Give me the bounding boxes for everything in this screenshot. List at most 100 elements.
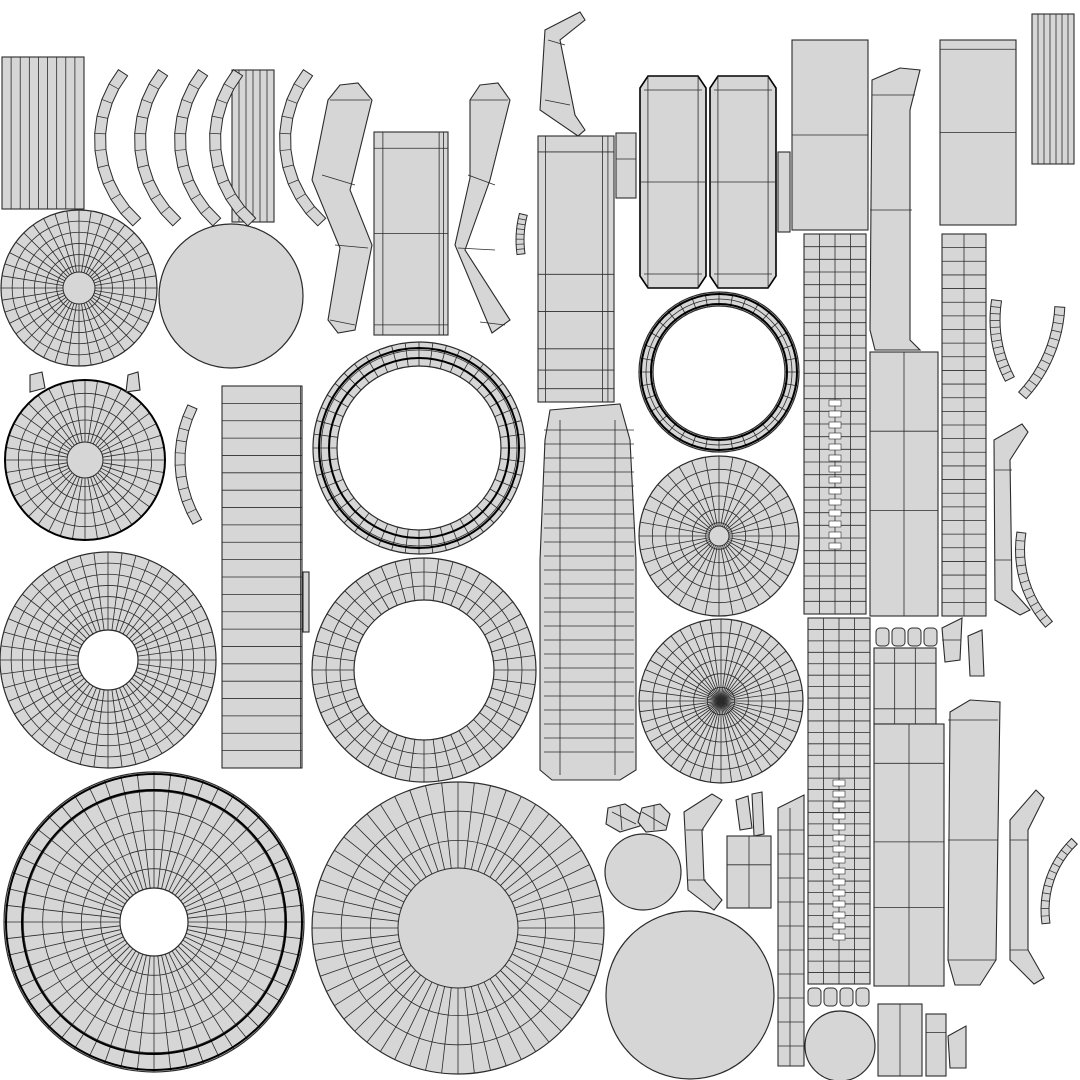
uv-edge <box>137 663 216 675</box>
uv-edge <box>516 248 525 250</box>
uv-edge <box>60 804 134 896</box>
uv-edge <box>832 889 846 897</box>
uv-edge <box>1015 540 1025 542</box>
uv-island-ring-c <box>0 551 217 769</box>
uv-edge <box>94 263 154 284</box>
uv-edge <box>709 619 722 702</box>
uv-island-watch-band-a <box>803 233 867 615</box>
uv-edge <box>378 523 388 547</box>
uv-island-bent-strip-right <box>454 82 511 334</box>
uv-edge <box>177 815 261 899</box>
uv-edge <box>37 395 75 446</box>
uv-island-block-e <box>873 723 945 987</box>
uv-island-block-c <box>869 351 939 617</box>
uv-island-ring-b <box>312 341 526 555</box>
uv-island-plain-disc-d <box>804 1010 876 1080</box>
uv-edge <box>832 878 846 886</box>
uv-edge <box>187 904 304 919</box>
uv-edge <box>100 423 157 453</box>
uv-island-shard-d <box>751 791 765 837</box>
uv-edge <box>832 790 846 798</box>
uv-edge <box>704 457 718 527</box>
uv-edge <box>727 540 789 577</box>
uv-island-band-strip-c <box>1031 13 1075 165</box>
uv-island-watch-band-c <box>807 617 871 985</box>
uv-edge <box>8 465 69 486</box>
uv-edge <box>1034 608 1043 615</box>
uv-edge <box>683 793 723 911</box>
uv-edge <box>649 700 722 743</box>
uv-edge <box>517 223 526 226</box>
uv-edge <box>66 210 77 273</box>
uv-edge <box>94 290 157 301</box>
uv-edge <box>320 479 344 489</box>
uv-edge <box>728 508 795 533</box>
uv-edge <box>500 433 525 438</box>
uv-island-capsule-panel-b <box>709 75 777 289</box>
uv-edge <box>355 725 382 760</box>
uv-edge <box>108 83 119 90</box>
uv-edge <box>171 794 235 894</box>
uv-edge <box>133 605 202 646</box>
uv-island-bottle-band <box>539 403 637 781</box>
uv-edge <box>3 631 80 653</box>
uv-edge <box>990 306 1001 308</box>
uv-edge <box>832 911 846 919</box>
uv-edge <box>1049 337 1060 341</box>
uv-edge <box>828 443 842 451</box>
uv-edge <box>990 326 1001 328</box>
uv-edge <box>1015 531 1054 628</box>
uv-edge <box>81 303 92 366</box>
uv-edge <box>720 457 734 527</box>
uv-edge <box>720 700 801 723</box>
uv-edge <box>125 574 175 637</box>
uv-edge <box>7 888 121 915</box>
uv-edge <box>83 213 104 273</box>
uv-edge <box>709 700 722 783</box>
uv-edge <box>343 372 362 391</box>
uv-island-link-row-b <box>807 987 870 1007</box>
uv-edge <box>4 292 64 313</box>
uv-edge <box>79 555 101 632</box>
uv-edge <box>5 447 68 458</box>
uv-edge <box>97 472 142 517</box>
uv-edge <box>12 872 123 912</box>
uv-edge <box>457 247 496 251</box>
uv-edge <box>187 888 301 915</box>
uv-edge <box>92 388 122 445</box>
uv-edge <box>1042 892 1051 895</box>
uv-edge <box>1053 322 1064 325</box>
uv-edge <box>828 454 842 462</box>
uv-edge <box>720 700 793 743</box>
uv-edge <box>720 700 733 783</box>
uv-edge <box>720 642 780 702</box>
uv-edge <box>94 68 142 227</box>
uv-edge <box>404 529 409 554</box>
uv-edge <box>869 67 922 351</box>
uv-edge <box>720 700 787 752</box>
uv-edge <box>394 561 407 603</box>
uv-edge <box>120 775 147 889</box>
uv-edge <box>1031 13 1075 165</box>
uv-edge <box>334 497 355 513</box>
uv-edge <box>1044 884 1053 888</box>
uv-edge <box>131 677 194 727</box>
uv-edge <box>1020 579 1030 584</box>
uv-edge <box>365 356 379 378</box>
uv-edge <box>1033 373 1042 380</box>
uv-edge <box>41 574 91 637</box>
uv-edge <box>104 953 144 1064</box>
uv-edge <box>174 149 186 151</box>
uv-edge <box>36 942 128 1016</box>
uv-edge <box>991 339 1002 342</box>
uv-edge <box>652 305 786 439</box>
uv-edge <box>184 856 290 908</box>
uv-edge <box>22 593 85 643</box>
uv-edge <box>720 650 787 702</box>
uv-edge <box>99 470 150 508</box>
uv-edge <box>161 955 188 1069</box>
uv-edge <box>212 164 224 168</box>
uv-edge <box>839 987 854 1007</box>
uv-edge <box>828 421 842 429</box>
